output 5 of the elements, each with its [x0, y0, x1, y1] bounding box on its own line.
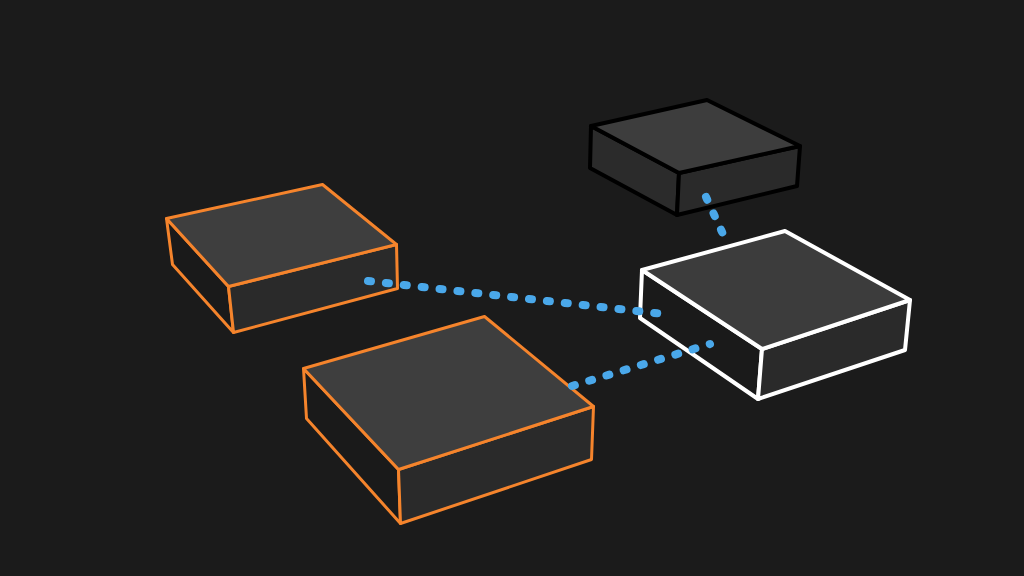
cuboid-block — [301, 314, 595, 525]
cuboid-block — [588, 98, 802, 217]
cuboid-block — [164, 182, 399, 334]
dotted-connector — [568, 340, 714, 390]
cuboid-block — [638, 229, 912, 401]
